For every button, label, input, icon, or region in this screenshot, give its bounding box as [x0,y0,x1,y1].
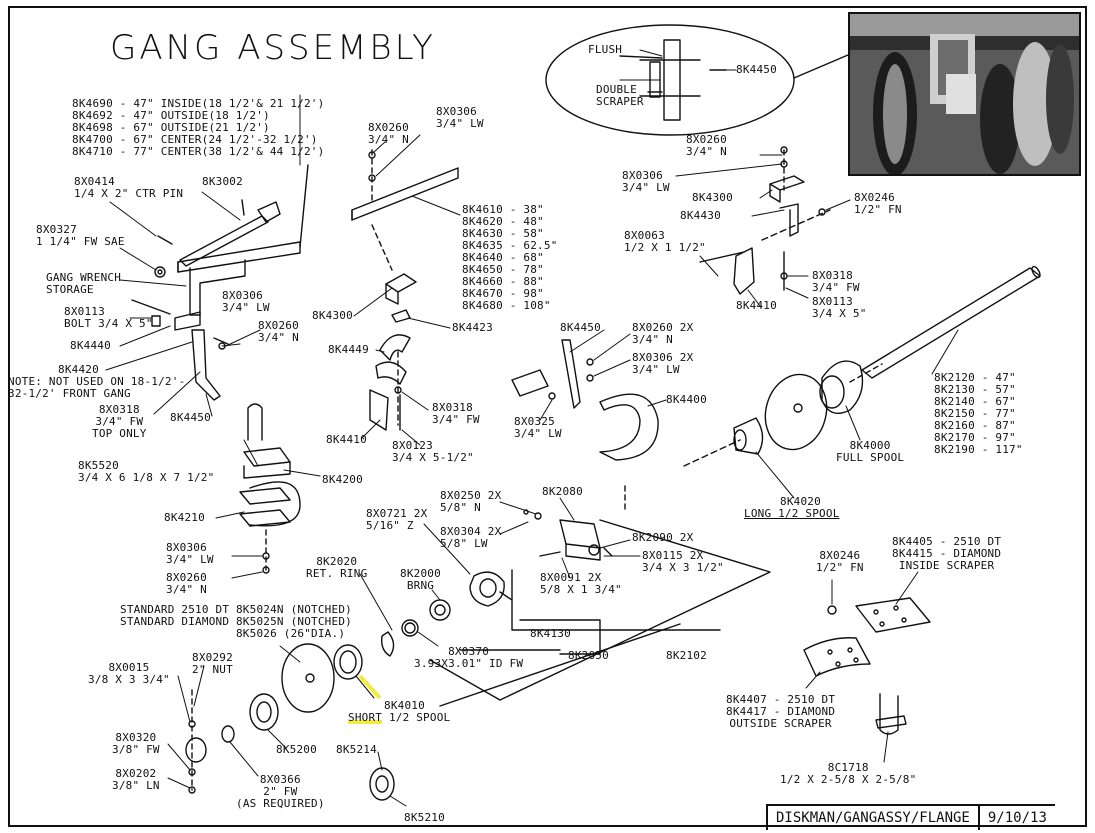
label-bolt: 8X0113 BOLT 3/4 X 5" [64,305,153,330]
label-8k4210: 8K4210 [164,511,205,524]
highlight-short: SHORT [348,711,383,724]
label-8k4200: 8K4200 [322,473,363,486]
label-8x0260-right: 8X0260 3/4" N [686,133,727,158]
label-8k2080: 8K2080 [542,485,583,498]
label-8x0250: 8X0250 2X 5/8" N [440,489,502,514]
label-outside-scraper: 8K4407 - 2510 DT 8K4417 - DIAMOND OUTSID… [726,693,836,730]
label-8x0325: 8X0325 3/4" LW [514,415,562,440]
label-8k4130: 8K4130 [530,627,571,640]
tube-part-list: 8K4610 - 38" 8K4620 - 48" 8K4630 - 58" 8… [462,203,558,312]
label-8k4440: 8K4440 [70,339,111,352]
label-8x0113-right: 8X0113 3/4 X 5" [812,295,867,320]
label-inside-scraper: 8K4405 - 2510 DT 8K4415 - DIAMOND INSIDE… [892,535,1002,572]
label-8x0015: 8X0015 3/8 X 3 3/4" [88,661,170,686]
label-8x0292: 8X0292 2" NUT [192,651,233,676]
label-8k4423: 8K4423 [452,321,493,334]
label-8x0306-2x: 8X0306 2X 3/4" LW [632,351,694,376]
label-8x0260-left: 8X0260 3/4" N [258,319,299,344]
label-8x0306-left: 8X0306 3/4" LW [222,289,270,314]
label-8k5210: 8K5210 [404,811,445,824]
label-8k5520: 8K5520 3/4 X 6 1/8 X 7 1/2" [78,459,215,484]
label-8k2102: 8K2102 [666,649,707,662]
label-ctr-pin: 8X0414 1/4 X 2" CTR PIN [74,175,184,200]
label-8x0202: 8X0202 3/8" LN [112,767,160,792]
axle-part-list: 8K2120 - 47" 8K2130 - 57" 8K2140 - 67" 8… [934,371,1023,456]
label-8k4000: 8K4000 FULL SPOOL [836,439,905,464]
label-8x0306-right: 8X0306 3/4" LW [622,169,670,194]
label-8k4450-mid: 8K4450 [560,321,601,334]
label-fw-sae: 8X0327 1 1/4" FW SAE [36,223,125,248]
label-8x0366: 8X0366 2" FW (AS REQUIRED) [236,773,325,810]
label-8x0306-low: 8X0306 3/4" LW [166,541,214,566]
label-gang-wrench-storage: GANG WRENCH STORAGE [46,271,122,296]
label-8x0260-low: 8X0260 3/4" N [166,571,207,596]
label-8k4300-mid: 8K4300 [312,309,353,322]
label-8k5200: 8K5200 [276,743,317,756]
label-8c1718: 8C1718 1/2 X 2-5/8 X 2-5/8" [780,761,917,786]
page-title: GANG ASSEMBLY [110,28,436,68]
label-8k2050: 8K2050 [568,649,609,662]
label-8x0063: 8X0063 1/2 X 1 1/2" [624,229,706,254]
assembly-photo [848,12,1081,176]
inset-flush: FLUSH [588,43,623,56]
inset-double-scraper: DOUBLE SCRAPER [596,83,644,108]
label-long-half-spool: LONG 1/2 SPOOL [744,507,840,520]
label-8x0123: 8X0123 3/4 X 5-1/2" [392,439,474,464]
label-8k4300-right: 8K4300 [692,191,733,204]
label-8x0320: 8X0320 3/8" FW [112,731,160,756]
label-8k4410-right: 8K4410 [736,299,777,312]
title-block: DISKMAN/GANGASSY/FLANGE 9/10/13 [766,804,1055,830]
label-8k2020: 8K2020 RET. RING [306,555,368,580]
label-8x0318-right: 8X0318 3/4" FW [812,269,860,294]
label-8k2000: 8K2000 BRNG [400,567,441,592]
label-8k4400: 8K4400 [666,393,707,406]
label-8k4410-mid: 8K4410 [326,433,367,446]
drawing-border [8,6,1087,827]
label-8k4020: 8K4020 [780,495,821,508]
gang-bar-part-list: 8K4690 - 47" INSIDE(18 1/2'& 21 1/2') 8K… [72,97,325,158]
label-8x0091: 8X0091 2X 5/8 X 1 3/4" [540,571,622,596]
label-8x0260-2x: 8X0260 2X 3/4" N [632,321,694,346]
label-8k4450-left: 8K4450 [170,411,211,424]
label-8x0260-mid: 8X0260 3/4" N [368,121,409,146]
detail-ellipse [545,24,795,136]
label-8x0318-top: 8X0318 3/4" FW TOP ONLY [92,403,147,440]
label-8k4420: 8K4420 [58,363,99,376]
label-8k4430: 8K4430 [680,209,721,222]
label-8k3002: 8K3002 [202,175,243,188]
drawing-date: 9/10/13 [987,810,1047,826]
inset-8k4450: 8K4450 [736,63,777,76]
label-8x0306-mid: 8X0306 3/4" LW [436,105,484,130]
label-8k5214: 8K5214 [336,743,377,756]
label-8k4010: 8K4010 [384,699,425,712]
highlight-leader [358,674,382,700]
label-8x0370: 8X0370 3.93X3.01" ID FW [414,645,524,670]
label-8k4449: 8K4449 [328,343,369,356]
label-8x0304: 8X0304 2X 5/8" LW [440,525,502,550]
label-8x0246-low: 8X0246 1/2" FN [816,549,864,574]
drawing-code: DISKMAN/GANGASSY/FLANGE [768,806,980,830]
label-8x0721: 8X0721 2X 5/16" Z [366,507,428,532]
label-8x0115: 8X0115 2X 3/4 X 3 1/2" [642,549,724,574]
label-short-half-spool: SHORT 1/2 SPOOL [348,711,451,724]
blade-part-list: STANDARD 2510 DT 8K5024N (NOTCHED) STAND… [120,603,352,640]
label-8k2090: 8K2090 2X [632,531,694,544]
label-8x0246-right: 8X0246 1/2" FN [854,191,902,216]
label-8x0318-mid: 8X0318 3/4" FW [432,401,480,426]
note-front-gang: NOTE: NOT USED ON 18-1/2'- 32-1/2' FRONT… [8,375,186,400]
